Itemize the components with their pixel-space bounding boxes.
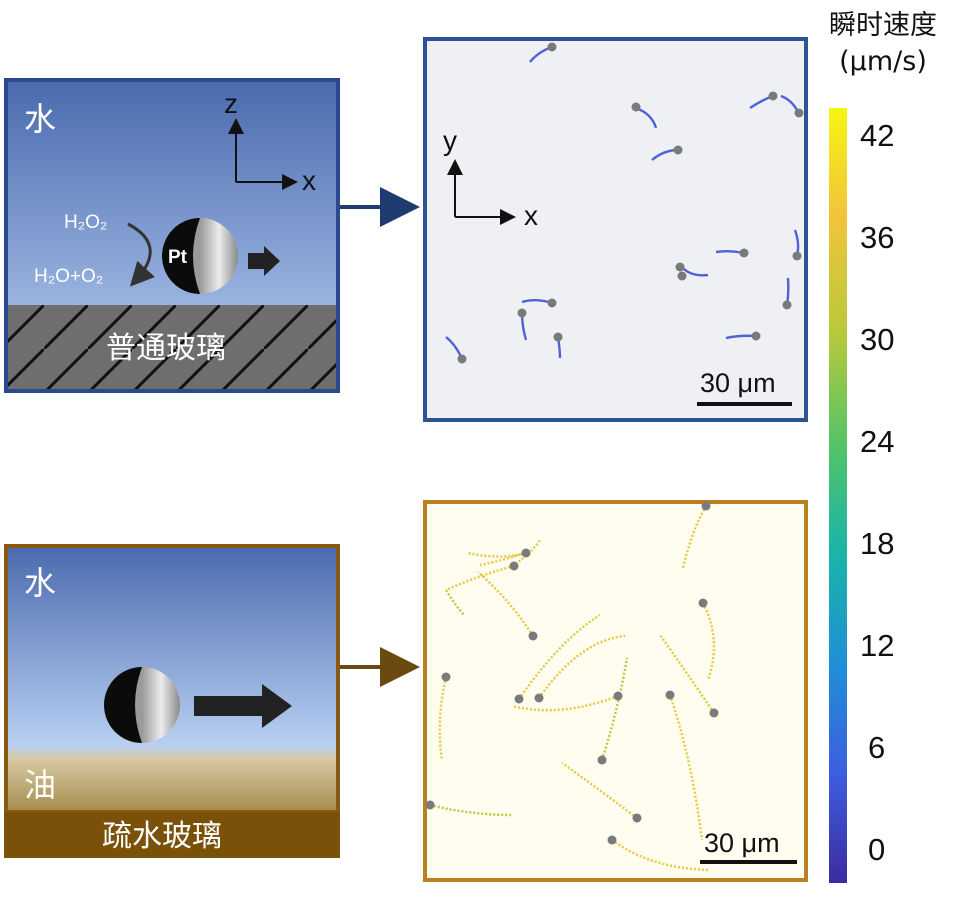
bottom-water-label: 水 [24,564,56,602]
trajectory [600,657,629,761]
particle [517,308,527,318]
particle [782,300,792,310]
pt-label: Pt [168,247,188,268]
colorbar-title: 瞬时速度 (μm/s) [808,8,958,80]
top-water-label: 水 [24,100,56,138]
top-substrate-label: 普通玻璃 [106,331,226,366]
trajectory [668,694,704,841]
janus-particle-top: Pt [162,218,238,294]
colorbar-title-line2: (μm/s) [839,46,927,77]
traj-x-axis-label: x [524,200,538,231]
trajectory [444,589,465,616]
bottom-trajectory-panel: 30 μm [423,500,808,882]
colorbar-tick-24: 24 [860,424,895,459]
trajectory [511,694,619,712]
top-schematic-panel: 水 普通玻璃 z x H₂O₂ H₂O+O₂ Pt [4,78,340,393]
particle [768,91,778,101]
particle [441,672,451,682]
trajectory [538,634,626,699]
particle [597,755,607,765]
trajectory [467,551,527,558]
top-motion-arrow [248,246,280,276]
bottom-scale-bar-label: 30 μm [704,828,780,858]
z-axis-label: z [224,88,238,119]
reactant-label: H₂O₂ [64,212,107,233]
particle [425,800,435,810]
colorbar-title-line1: 瞬时速度 [829,10,937,41]
bottom-substrate-label: 疏水玻璃 [102,819,222,854]
product-label: H₂O+O₂ [34,266,103,287]
hydrophobic-glass-substrate [4,812,340,858]
traj-y-axis-label: y [443,125,457,156]
colorbar-tick-6: 6 [868,730,886,765]
normal-glass-substrate [6,305,338,391]
colorbar-tick-42: 42 [860,118,895,153]
trajectory [701,602,716,681]
colorbar-tick-30: 30 [860,322,895,357]
particle [675,262,685,272]
bottom-motion-arrow [194,684,292,728]
colorbar-tick-0: 0 [868,832,886,867]
trajectory [659,634,715,714]
bottom-particles [425,501,719,845]
trajectory [445,564,515,592]
top-particles [457,42,804,364]
particle [534,693,544,703]
particle [521,548,531,558]
particle [528,631,538,641]
bottom-trajectories [429,505,716,872]
particle [701,501,711,511]
particle [607,835,617,845]
particle [794,108,804,118]
trajectory [429,803,513,817]
particle [553,332,563,342]
particle [457,354,467,364]
trajectory [477,571,535,637]
particle [665,690,675,700]
trajectory [518,613,601,700]
top-scale-bar-label: 30 μm [700,368,776,398]
particle [677,271,687,281]
particle [509,561,519,571]
colorbar-tick-18: 18 [860,526,895,561]
particle [792,251,802,261]
colorbar-tick-36: 36 [860,220,895,255]
top-trajectory-panel: y x [423,37,808,422]
trajectory [438,676,448,761]
particle [514,694,524,704]
particle [613,691,623,701]
oil-label: 油 [24,766,56,804]
trajectory [611,839,709,872]
particle [547,42,557,52]
reaction-curved-arrow [127,222,155,287]
x-axis-label: x [302,165,316,196]
particle [632,813,642,823]
colorbar-tick-12: 12 [860,628,895,663]
particle [673,145,683,155]
bottom-schematic-panel: 水 油 疏水玻璃 [4,544,340,858]
trajectory [681,505,708,569]
particle [709,708,719,718]
particle [739,248,749,258]
colorbar [829,108,847,883]
particle [751,331,761,341]
particle [547,298,557,308]
trajectory [479,551,525,567]
trajectory [561,762,638,819]
janus-particle-bottom [104,667,180,743]
particle [631,102,641,112]
particle [698,598,708,608]
